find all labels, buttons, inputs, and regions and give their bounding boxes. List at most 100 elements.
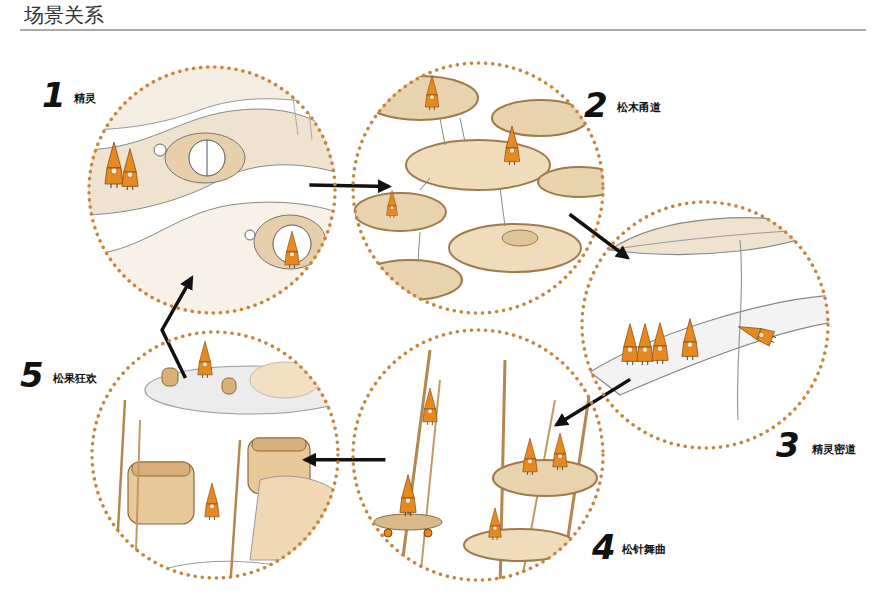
label-slot: 1 (42, 78, 66, 112)
scene-circle: 1精灵 (87, 65, 337, 315)
flow-arrow (570, 214, 628, 258)
acorn (222, 378, 236, 394)
hill (80, 202, 345, 320)
scene-circle: 5松果狂欢 (90, 330, 340, 580)
reed (135, 420, 140, 585)
label-slot: 4 (592, 530, 616, 564)
scene-elf-homes (80, 57, 345, 320)
scene-number: 3 (776, 425, 800, 465)
rope (737, 240, 741, 420)
window-frame (254, 215, 326, 269)
elf (553, 433, 567, 470)
lattice (305, 72, 312, 140)
label-slot: 精灵 (74, 87, 96, 106)
label-slot: 2 (584, 88, 608, 122)
scene-secret-passage (590, 218, 835, 420)
scene-name: 松木甬道 (617, 101, 661, 114)
cone-face (250, 476, 345, 560)
title-rule (20, 30, 866, 31)
cone-band (132, 462, 190, 476)
elf (205, 483, 219, 520)
reed (115, 400, 125, 585)
elf (489, 508, 502, 540)
label-slot: 松果狂欢 (53, 367, 97, 386)
scene-pine-passage (354, 76, 622, 301)
dotted-border (89, 67, 335, 313)
elf (637, 324, 653, 365)
elf (400, 475, 416, 516)
lattice (320, 75, 326, 145)
hill (80, 109, 345, 215)
elf (523, 438, 537, 475)
thread (500, 188, 505, 226)
circle-outline (87, 65, 337, 315)
lattice (290, 75, 298, 135)
window-frame (165, 133, 245, 183)
circle-outline (351, 61, 605, 315)
page-title: 场景关系 (24, 3, 104, 27)
wood-disc (358, 260, 462, 300)
elf (387, 190, 398, 218)
window-bar (207, 140, 208, 176)
scene-number: 5 (20, 355, 44, 395)
dotted-border (582, 202, 828, 448)
window (189, 140, 225, 176)
elf (622, 324, 638, 365)
label-slot: 5 (20, 358, 44, 392)
flow-arrow (309, 185, 389, 187)
thread (460, 118, 465, 142)
disc-knob (502, 230, 538, 246)
scene-circle: 2松木甬道 (351, 61, 605, 315)
window (154, 144, 166, 156)
tray-spot (250, 362, 320, 398)
elf (285, 231, 299, 268)
flow-arrow (305, 458, 386, 462)
reed (400, 350, 430, 580)
leaf (610, 218, 830, 255)
reed (420, 380, 440, 580)
scene-name: 松果狂欢 (53, 372, 97, 385)
label-slot: 松木甬道 (617, 96, 661, 115)
elf (652, 323, 668, 364)
tray (145, 366, 355, 414)
dotted-border (353, 63, 603, 313)
elf (198, 341, 212, 378)
scene-circle: 4松针舞曲 (351, 328, 605, 582)
elf (682, 319, 698, 360)
circle-outline (351, 328, 605, 582)
circle-outline (90, 330, 340, 580)
skateboard (374, 514, 442, 530)
ground (140, 561, 300, 580)
scene-name: 精灵 (74, 92, 96, 105)
wood-disc (538, 167, 622, 197)
dotted-border (353, 330, 603, 580)
circle-outline (580, 200, 830, 450)
elf (423, 388, 437, 425)
mushroom-cap (493, 460, 597, 496)
dotted-border (92, 332, 338, 578)
thread (440, 118, 445, 145)
mushroom-cap (464, 529, 576, 561)
scene-number: 4 (592, 527, 616, 567)
label-slot: 松针舞曲 (622, 538, 666, 557)
scene-name: 精灵密道 (812, 443, 856, 456)
scene-number: 2 (584, 85, 608, 125)
elf (504, 126, 519, 165)
label-slot: 精灵密道 (812, 438, 856, 457)
wheel (424, 529, 432, 537)
label-slot: 3 (776, 428, 800, 462)
wood-disc (449, 224, 581, 272)
acorn (162, 368, 178, 386)
scene-needle-dance (374, 350, 597, 590)
wood-disc (354, 193, 446, 231)
wood-disc (406, 140, 550, 190)
elf (105, 142, 123, 188)
scene-cone-carnival (115, 341, 355, 590)
leaf-vein (615, 229, 828, 249)
scene-circle: 3精灵密道 (580, 200, 830, 450)
flow-arrow (162, 278, 192, 378)
scene-name: 松针舞曲 (622, 543, 666, 556)
wood-disc (362, 76, 478, 120)
